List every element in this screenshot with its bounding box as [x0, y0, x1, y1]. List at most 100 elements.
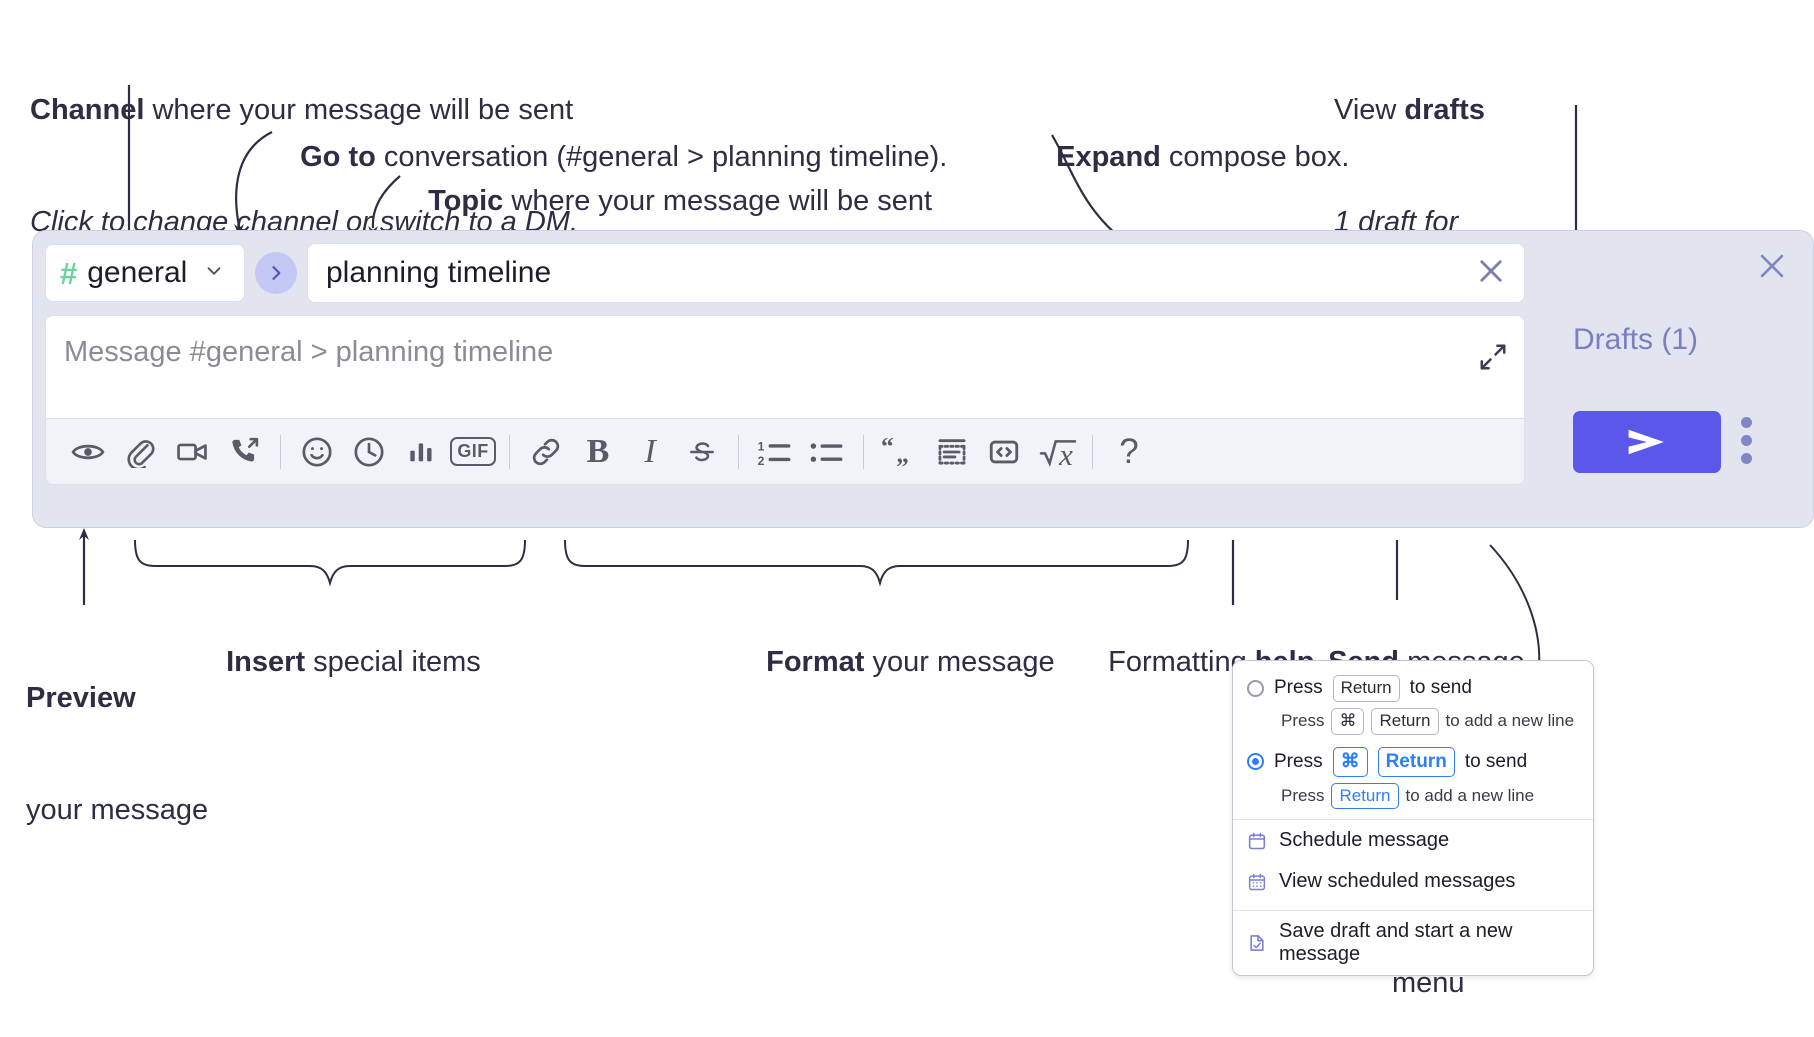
bold-label: B	[586, 432, 610, 470]
drafts-link[interactable]: Drafts (1)	[1573, 323, 1699, 356]
annotation-insert: Insert special items	[210, 610, 481, 681]
inline-code-icon[interactable]	[978, 426, 1030, 478]
annotation-expand-bold: Expand	[1056, 141, 1161, 174]
option2-sub-key-return: Return	[1331, 782, 1399, 810]
menu-item-schedule-message[interactable]: Schedule message	[1233, 820, 1593, 861]
svg-text:“: “	[881, 435, 894, 461]
send-button[interactable]	[1573, 411, 1721, 473]
math-label: x	[1059, 436, 1073, 472]
hash-icon: #	[60, 255, 78, 291]
option2-pre: Press	[1274, 750, 1323, 772]
annotation-format: Format your message	[750, 610, 1055, 681]
option1-sub-post: to add a new line	[1445, 711, 1575, 731]
clock-icon[interactable]	[343, 426, 395, 478]
channel-name: general	[87, 256, 188, 289]
toolbar-divider	[863, 434, 864, 469]
poll-icon[interactable]	[395, 426, 447, 478]
bulleted-list-icon[interactable]	[801, 426, 853, 478]
blockquote-icon[interactable]: “ „	[874, 426, 926, 478]
svg-text:„: „	[896, 440, 909, 468]
annotation-drafts-bold: drafts	[1404, 93, 1485, 126]
expand-compose-icon[interactable]	[1478, 342, 1508, 377]
annotation-goto: Go to conversation (#general > planning …	[284, 105, 947, 176]
toolbar-divider	[1092, 434, 1093, 469]
menu-divider	[1233, 910, 1593, 912]
menu-option-return-to-send[interactable]: Press Return to send Press ⌘ Return to a…	[1233, 673, 1593, 735]
clear-topic-icon[interactable]	[1474, 254, 1508, 293]
bold-icon[interactable]: B	[572, 426, 624, 478]
channel-selector[interactable]: # general	[45, 244, 245, 302]
annotation-insert-bold: Insert	[226, 646, 306, 679]
menu-item-view-scheduled-messages[interactable]: View scheduled messages	[1233, 861, 1593, 902]
radio-return-to-send[interactable]	[1247, 679, 1264, 697]
compose-header-row: # general planning timeline	[45, 243, 1525, 303]
annotation-topic-bold: Topic	[428, 185, 504, 218]
calendar-grid-icon	[1247, 872, 1267, 892]
annotation-channel-bold: Channel	[30, 93, 145, 126]
annotation-goto-bold: Go to	[300, 141, 376, 174]
video-camera-icon[interactable]	[166, 426, 218, 478]
kebab-dot	[1741, 435, 1752, 446]
option2-subtext: Press Return to add a new line	[1281, 782, 1579, 810]
annotation-goto-rest: conversation (#general > planning timeli…	[375, 141, 948, 174]
annotation-expand-rest: compose box.	[1160, 141, 1350, 174]
link-icon[interactable]	[520, 426, 572, 478]
annotation-format-rest: your message	[864, 646, 1055, 679]
chevron-down-icon	[203, 260, 225, 287]
phone-forward-icon[interactable]	[218, 426, 270, 478]
compose-options-popup: Press Return to send Press ⌘ Return to a…	[1232, 660, 1594, 977]
math-icon[interactable]: x	[1030, 426, 1082, 478]
send-icon	[1628, 429, 1664, 455]
help-icon[interactable]: ?	[1103, 426, 1155, 478]
menu-item-label: View scheduled messages	[1279, 870, 1516, 893]
strikethrough-icon[interactable]	[676, 426, 728, 478]
option1-pre: Press	[1274, 677, 1323, 699]
menu-item-label: Save draft and start a new message	[1279, 920, 1513, 966]
option2-post: to send	[1464, 750, 1528, 772]
menu-divider	[1233, 819, 1593, 821]
menu-option-cmd-return-to-send[interactable]: Press ⌘ Return to send Press Return to a…	[1233, 745, 1593, 810]
compose-panel: # general planning timeline Message #gen…	[32, 230, 1814, 528]
option2-key-return: Return	[1377, 746, 1455, 777]
close-icon[interactable]	[1755, 249, 1789, 288]
topic-value: planning timeline	[326, 256, 552, 289]
go-to-conversation-button[interactable]	[255, 252, 297, 294]
code-block-icon[interactable]	[926, 426, 978, 478]
toolbar-divider	[280, 434, 281, 469]
gif-icon[interactable]: GIF	[447, 426, 499, 478]
annotation-preview-bold: Preview	[26, 681, 136, 714]
calendar-icon	[1247, 831, 1267, 851]
menu-item-label: Schedule message	[1279, 829, 1450, 852]
annotation-expand: Expand compose box.	[1040, 105, 1349, 176]
message-placeholder: Message #general > planning timeline	[64, 336, 554, 368]
annotation-insert-rest: special items	[305, 646, 481, 679]
italic-icon[interactable]: I	[624, 426, 676, 478]
help-label: ?	[1119, 431, 1139, 471]
annotation-drafts-pre: View	[1334, 93, 1405, 126]
option1-key-return: Return	[1332, 675, 1400, 702]
annotation-preview-rest: your message	[26, 793, 209, 826]
paperclip-icon[interactable]	[114, 426, 166, 478]
emoji-icon[interactable]	[291, 426, 343, 478]
eye-icon[interactable]	[62, 426, 114, 478]
toolbar-divider	[509, 434, 510, 469]
annotation-format-bold: Format	[766, 646, 865, 679]
compose-options-menu-button[interactable]	[1741, 417, 1752, 464]
radio-cmd-return-to-send[interactable]	[1247, 753, 1264, 771]
menu-item-save-draft[interactable]: Save draft and start a new message	[1233, 911, 1593, 975]
annotation-preview: Preview your message	[26, 610, 208, 864]
annotation-help-pre: Formatting	[1108, 646, 1255, 679]
kebab-dot	[1741, 417, 1752, 428]
message-input[interactable]: Message #general > planning timeline	[45, 315, 1525, 419]
annotation-topic: Topic where your message will be sent	[412, 149, 932, 220]
topic-input[interactable]: planning timeline	[307, 243, 1525, 303]
option1-post: to send	[1409, 677, 1472, 699]
option2-sub-post: to add a new line	[1405, 785, 1535, 805]
option1-sub-key-cmd: ⌘	[1331, 707, 1365, 735]
italic-label: I	[644, 432, 656, 470]
option1-subtext: Press ⌘ Return to add a new line	[1281, 707, 1579, 735]
kebab-dot	[1741, 453, 1752, 464]
option1-sub-key-return: Return	[1371, 707, 1439, 735]
